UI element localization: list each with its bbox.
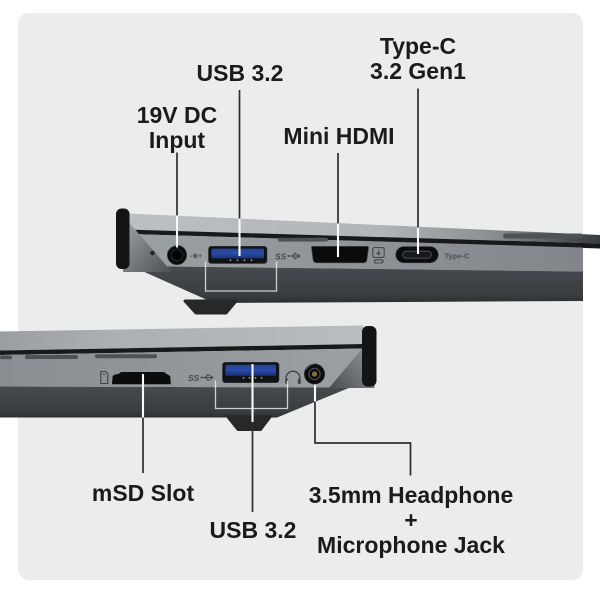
lid-rubber-bar [116, 208, 130, 269]
port-label-usb-top: USB 3.2 [196, 59, 284, 86]
leader-headphone-dark [314, 401, 412, 476]
label-line: 3.2 Gen1 [370, 57, 466, 84]
port-label-headphone-jack: 3.5mm Headphone + Microphone Jack [308, 481, 514, 558]
port-label-type-c: Type-C 3.2 Gen1 [370, 32, 466, 84]
leader-lines [141, 88, 420, 512]
dc-polarity-marks: -⊕+ [190, 253, 202, 260]
vent-slot [95, 354, 157, 359]
usb-a-port [222, 361, 280, 383]
vent-slot [503, 233, 583, 239]
usb-ss-icon: SS [188, 373, 214, 383]
underside [0, 386, 350, 418]
label-line: USB 3.2 [196, 59, 284, 86]
port-label-mini-hdmi: Mini HDMI [283, 122, 395, 149]
vent-slot [25, 355, 78, 359]
mic-hole [150, 250, 155, 256]
audio-jack-port [303, 363, 325, 385]
lid-gap-line [125, 229, 600, 249]
msd-slot-port [112, 372, 171, 385]
label-line: mSD Slot [91, 479, 195, 506]
label-line: 19V DC [136, 102, 218, 128]
port-label-msd-slot: mSD Slot [91, 479, 195, 506]
label-line: Mini HDMI [283, 122, 395, 149]
lid-rubber-bar [362, 326, 377, 387]
dc-input-port [167, 245, 188, 266]
mini-hdmi-port [311, 246, 369, 264]
label-line: Type-C [379, 32, 457, 59]
svg-text:SS: SS [275, 252, 287, 262]
label-line: Input [148, 127, 206, 153]
vent-slot [278, 237, 328, 242]
laptop-bottom-view: SS [0, 325, 377, 431]
vent-slot [0, 355, 12, 360]
svg-text:SS: SS [188, 373, 200, 383]
laptop-top-view: -⊕+ SS [116, 208, 600, 315]
usb-ss-icon: SS [275, 252, 301, 262]
rubber-foot [183, 299, 238, 315]
hinge-wedge [123, 215, 172, 272]
usb-a-port [208, 246, 268, 264]
msd-card-icon [100, 370, 109, 385]
port-label-usb-bottom: USB 3.2 [209, 516, 297, 543]
charging-icon [372, 247, 385, 264]
label-line: USB 3.2 [209, 516, 297, 543]
usb-highlight-bracket [204, 261, 278, 292]
lid-edge [117, 213, 600, 244]
lid-edge [0, 325, 363, 351]
label-line: 3.5mm Headphone [308, 481, 514, 508]
label-line: + [404, 506, 418, 533]
type-c-printed-text: Type-C [445, 252, 470, 261]
lid-gap-line [0, 344, 363, 355]
underside [131, 266, 583, 303]
port-label-dc-input: 19V DC Input [137, 103, 218, 153]
rubber-foot [226, 415, 272, 431]
label-line: Microphone Jack [317, 531, 505, 558]
